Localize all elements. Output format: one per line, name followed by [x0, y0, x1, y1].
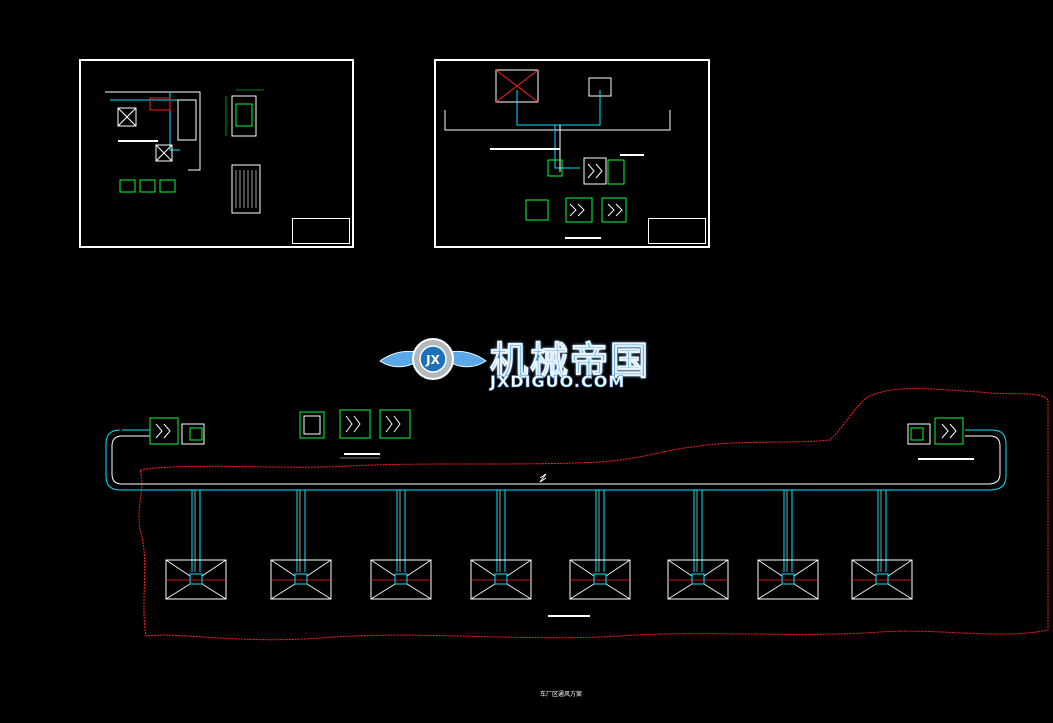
annotation-text	[490, 148, 560, 150]
title-block	[648, 218, 706, 244]
gear-wings-emblem-icon: JX	[379, 338, 487, 380]
exhaust-hood	[667, 490, 729, 600]
exhaust-hood	[851, 490, 913, 600]
drawing-sheet-a	[79, 59, 354, 248]
watermark-domain-text: JXDIGUO.COM	[490, 372, 626, 392]
annotation-text	[565, 237, 601, 239]
watermark-chinese-text: 机械帝国	[489, 339, 651, 384]
break-symbol	[539, 473, 547, 483]
main-duct	[105, 429, 1007, 491]
exhaust-hood	[569, 490, 631, 600]
jxdiguo-watermark-logo: JX 机械帝国 JXDIGUO.COM	[378, 326, 678, 396]
air-handling-unit-left	[149, 417, 205, 445]
annotation-text	[118, 140, 158, 142]
annotation-text	[620, 154, 644, 156]
annotation-text	[344, 453, 380, 455]
annotation-text	[548, 615, 590, 617]
exhaust-hood	[757, 490, 819, 600]
drawing-sheet-b	[434, 59, 710, 248]
equipment-detail-group	[299, 409, 411, 459]
sheet-b-section	[444, 69, 671, 223]
drawing-caption: 车厂区通风方案	[540, 691, 583, 698]
exhaust-hood	[370, 490, 432, 600]
exhaust-hood	[270, 490, 332, 600]
exhaust-hood	[165, 490, 227, 600]
emblem-badge-text: JX	[425, 353, 440, 367]
annotation-text	[918, 458, 974, 460]
title-block	[292, 218, 350, 244]
air-handling-unit-right	[907, 417, 964, 445]
exhaust-hoods	[165, 490, 913, 600]
site-boundary-cloud	[138, 388, 1049, 641]
exhaust-hood	[470, 490, 532, 600]
sheet-a-plan	[105, 89, 264, 214]
